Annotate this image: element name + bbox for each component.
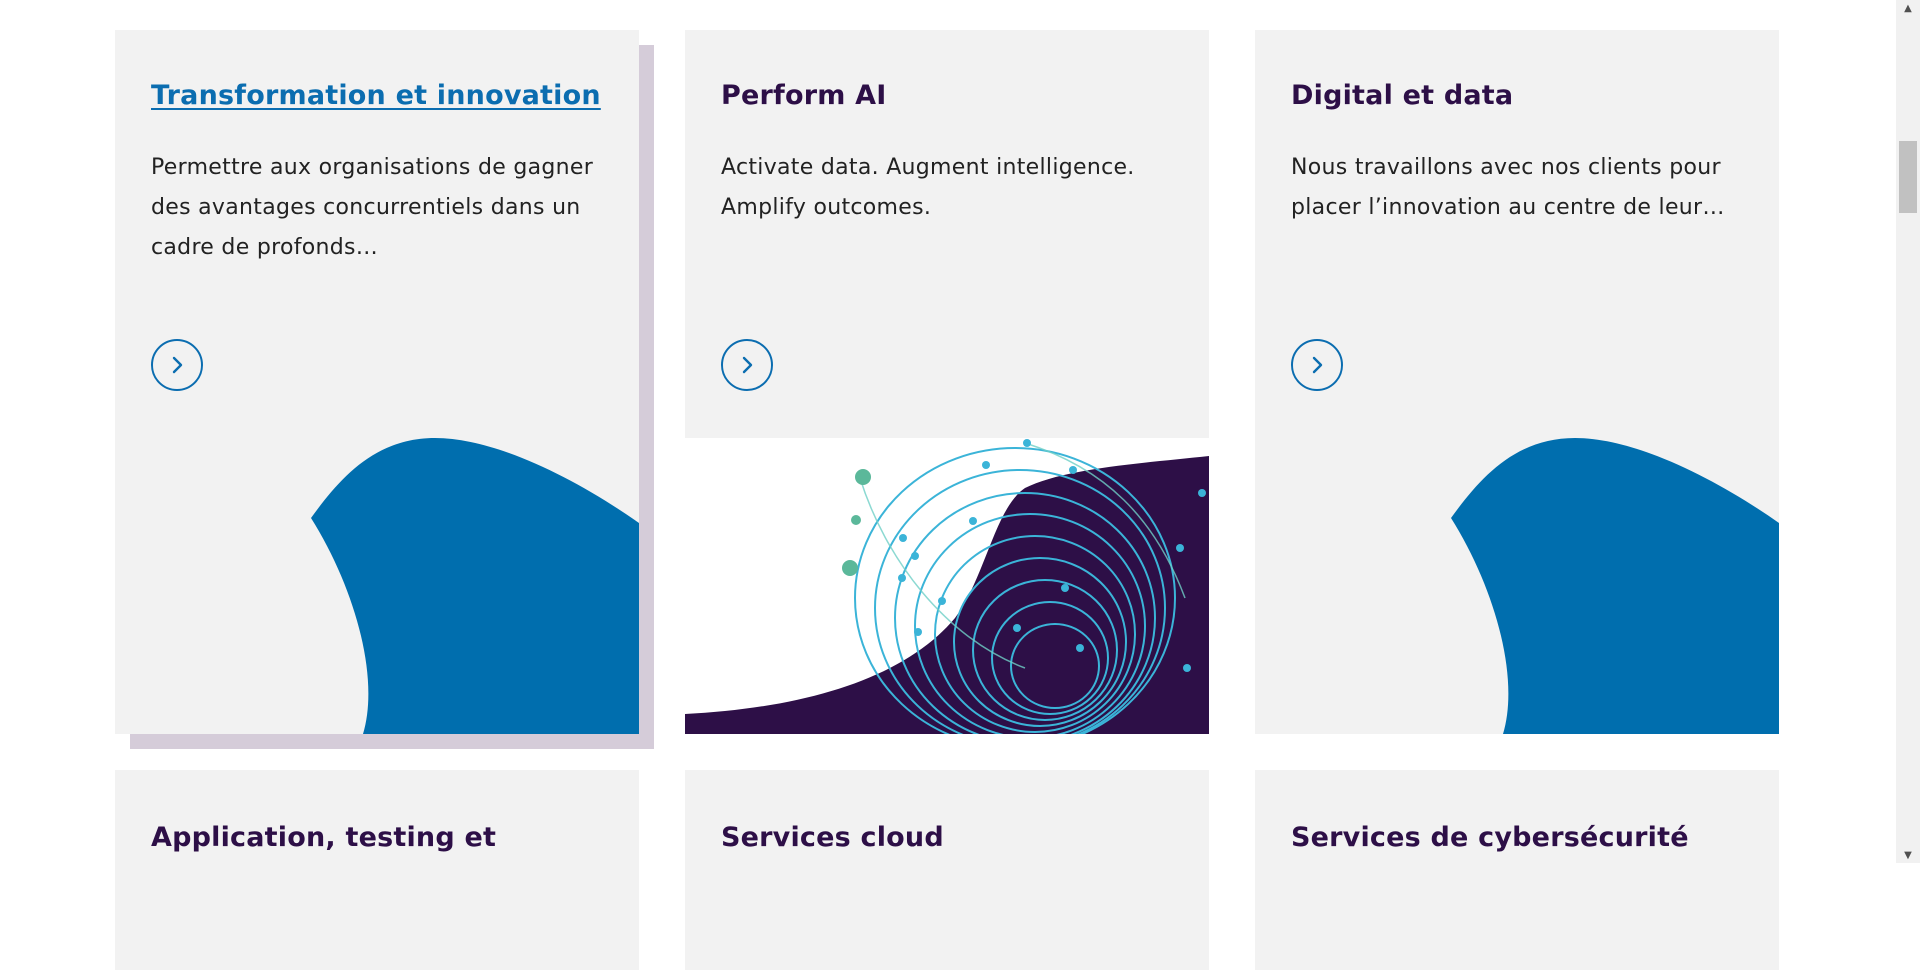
card-title[interactable]: Digital et data (1291, 80, 1514, 111)
card-illustration (1255, 438, 1779, 734)
card-arrow-button[interactable] (1291, 339, 1343, 391)
card-perform-ai[interactable]: Perform AI Activate data. Augment intell… (685, 30, 1209, 734)
scrollbar-thumb[interactable] (1899, 141, 1917, 213)
card-services-cybersecurite[interactable]: Services de cybersécurité (1255, 770, 1779, 970)
vertical-scrollbar[interactable]: ▲ ▼ (1896, 0, 1920, 863)
card-title[interactable]: Application, testing et (151, 822, 497, 853)
card-title[interactable]: Services de cybersécurité (1291, 822, 1689, 853)
card-illustration (115, 438, 639, 734)
card-arrow-button[interactable] (721, 339, 773, 391)
card-title[interactable]: Services cloud (721, 822, 944, 853)
card-description: Permettre aux organisations de gagner de… (151, 155, 594, 260)
card-digital-data[interactable]: Digital et data Nous travaillons avec no… (1255, 30, 1779, 734)
card-description: Nous travaillons avec nos clients pour p… (1291, 155, 1725, 220)
chevron-right-icon (742, 356, 753, 374)
card-title[interactable]: Perform AI (721, 80, 887, 111)
card-application-testing[interactable]: Application, testing et (115, 770, 639, 970)
blue-wave-shape (1451, 438, 1779, 734)
blue-wave-shape (311, 438, 639, 734)
card-description: Activate data. Augment intelligence. Amp… (721, 155, 1135, 220)
ai-spiral-illustration (685, 438, 1209, 734)
scroll-up-icon[interactable]: ▲ (1904, 2, 1912, 14)
card-arrow-button[interactable] (151, 339, 203, 391)
card-title[interactable]: Transformation et innovation (151, 80, 601, 111)
chevron-right-icon (1312, 356, 1323, 374)
card-services-cloud[interactable]: Services cloud (685, 770, 1209, 970)
purple-wave-shape (685, 456, 1209, 734)
chevron-right-icon (172, 356, 183, 374)
card-transformation-innovation[interactable]: Transformation et innovation Permettre a… (115, 30, 639, 734)
scroll-down-icon[interactable]: ▼ (1904, 849, 1912, 861)
